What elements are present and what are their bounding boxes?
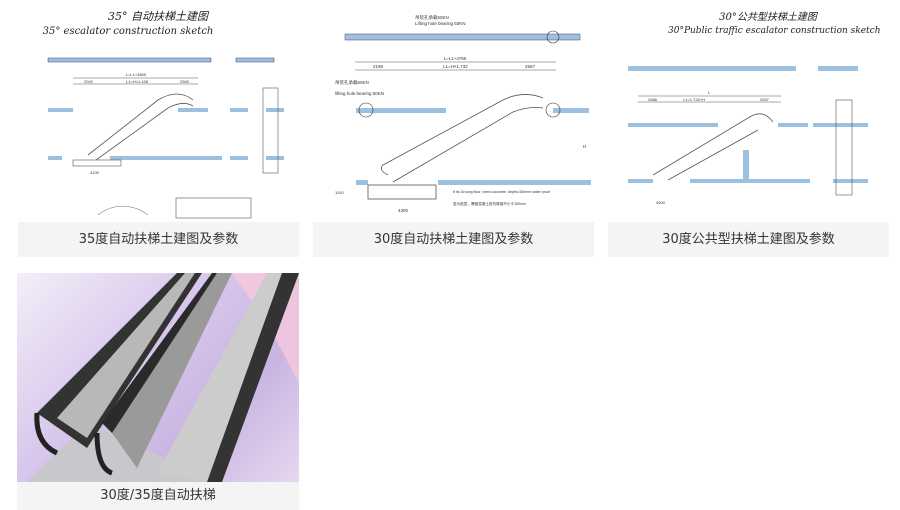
product-caption[interactable]: 30度公共型扶梯土建图及参数 [608,222,889,257]
escalator-image [27,273,299,482]
drawing-title-en: 30°Public traffic escalator construction… [668,26,881,36]
construction-sketch: 吊装孔承载50KN Lifting hole bearing 50KN L=L1… [335,14,591,213]
svg-text:2688: 2688 [648,97,658,102]
drawing-35-escalator[interactable]: 35° 自动扶梯土建图 35° escalator construction s… [18,0,299,222]
product-card-35-escalator-sketch[interactable]: 35° 自动扶梯土建图 35° escalator construction s… [18,0,299,257]
product-card-30-escalator-sketch[interactable]: 吊装孔承载50KN Lifting hole bearing 50KN L=L1… [313,0,594,257]
svg-text:H: H [583,144,586,149]
escalator-photo[interactable] [17,273,299,482]
drawing-30-escalator[interactable]: 吊装孔承载50KN Lifting hole bearing 50KN L=L1… [313,0,594,222]
product-caption[interactable]: 35度自动扶梯土建图及参数 [18,222,299,257]
product-card-30-public-escalator-sketch[interactable]: 30°公共型扶梯土建图 30°Public traffic escalator … [608,0,889,257]
svg-text:4900: 4900 [656,200,666,205]
svg-text:1100: 1100 [335,190,344,195]
svg-text:L1=H×1.732: L1=H×1.732 [443,64,468,69]
svg-text:L=L1+4765: L=L1+4765 [444,56,467,61]
drawing-title-cn: 35° 自动扶梯土建图 [108,10,210,23]
construction-sketch: 30°公共型扶梯土建图 30°Public traffic escalator … [628,11,881,205]
svg-text:2198: 2198 [373,64,384,69]
svg-text:L1=1.732×H: L1=1.732×H [683,97,705,102]
svg-text:L: L [708,90,711,95]
svg-text:吊装孔承载50KN: 吊装孔承载50KN [415,14,449,21]
svg-text:4300: 4300 [398,208,409,213]
svg-text:2563: 2563 [180,79,190,84]
svg-text:吊装孔承载50KN: 吊装孔承载50KN [335,79,369,86]
drawing-30-public-escalator[interactable]: 30°公共型扶梯土建图 30°Public traffic escalator … [608,0,889,222]
svg-text:L1=H×1.428: L1=H×1.428 [126,79,149,84]
svg-text:If its Groung floor ,need coun: If its Groung floor ,need counxete, dept… [453,190,550,194]
product-caption[interactable]: 30度/35度自动扶梯 [17,482,299,510]
product-card-escalator-photo[interactable]: 30度/35度自动扶梯 [17,273,299,510]
svg-text:2042: 2042 [84,79,94,84]
svg-text:2567: 2567 [525,64,536,69]
svg-text:2057: 2057 [760,97,770,102]
drawing-title-cn: 30°公共型扶梯土建图 [719,11,819,23]
construction-sketch: 35° 自动扶梯土建图 35° escalator construction s… [43,10,284,219]
product-caption[interactable]: 30度自动扶梯土建图及参数 [313,222,594,257]
drawing-title-en: 35° escalator construction sketch [43,26,214,37]
svg-text:L=L1+4805: L=L1+4805 [126,72,147,77]
svg-text:4100: 4100 [90,170,100,175]
svg-text:lifting hole bearing 50KN: lifting hole bearing 50KN [335,91,384,96]
svg-text:Lifting hole bearing 50KN: Lifting hole bearing 50KN [415,21,466,26]
svg-text:若为底层，需做混凝土底坑厚度不小于150mm: 若为底层，需做混凝土底坑厚度不小于150mm [453,201,526,206]
